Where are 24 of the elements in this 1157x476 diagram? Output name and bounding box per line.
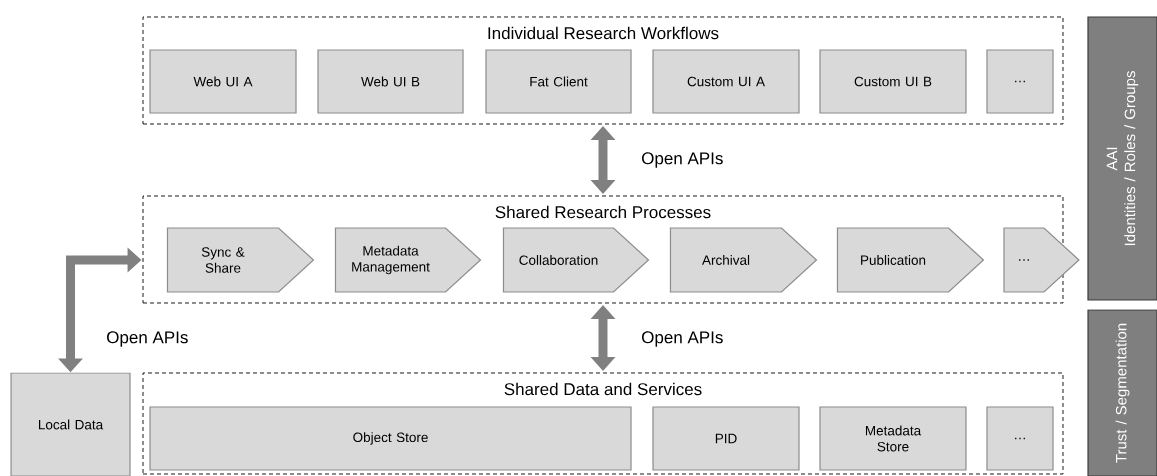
arrow — [590, 305, 616, 371]
data-box: … — [986, 49, 1054, 114]
process-step: … — [1003, 227, 1080, 293]
process-step: Metadata Management — [334, 227, 482, 293]
edge-label: Open APIs — [642, 331, 723, 347]
edge-label: Open APIs — [642, 152, 723, 168]
process-step: Archival — [669, 227, 818, 293]
data-box: Fat Client — [485, 49, 632, 114]
data-box: Custom UI A — [652, 49, 800, 114]
data-box: Web UI A — [149, 49, 297, 114]
edge-label: Open APIs — [107, 331, 188, 347]
arrow — [590, 126, 616, 194]
process-step: Collaboration — [502, 227, 650, 293]
process-step: Sync & Share — [166, 227, 315, 293]
data-box: Metadata Store — [819, 406, 967, 471]
side-bar: AAI Identities / Roles / Groups — [1087, 16, 1157, 301]
process-step: Publication — [836, 227, 985, 293]
data-box: Custom UI B — [819, 49, 967, 114]
data-box: Web UI B — [317, 49, 464, 114]
data-box: PID — [652, 406, 800, 471]
data-box: Local Data — [10, 372, 131, 476]
data-box: … — [986, 406, 1054, 471]
side-bar: Trust / Segmentation — [1087, 309, 1157, 476]
data-box: Object Store — [149, 406, 632, 471]
